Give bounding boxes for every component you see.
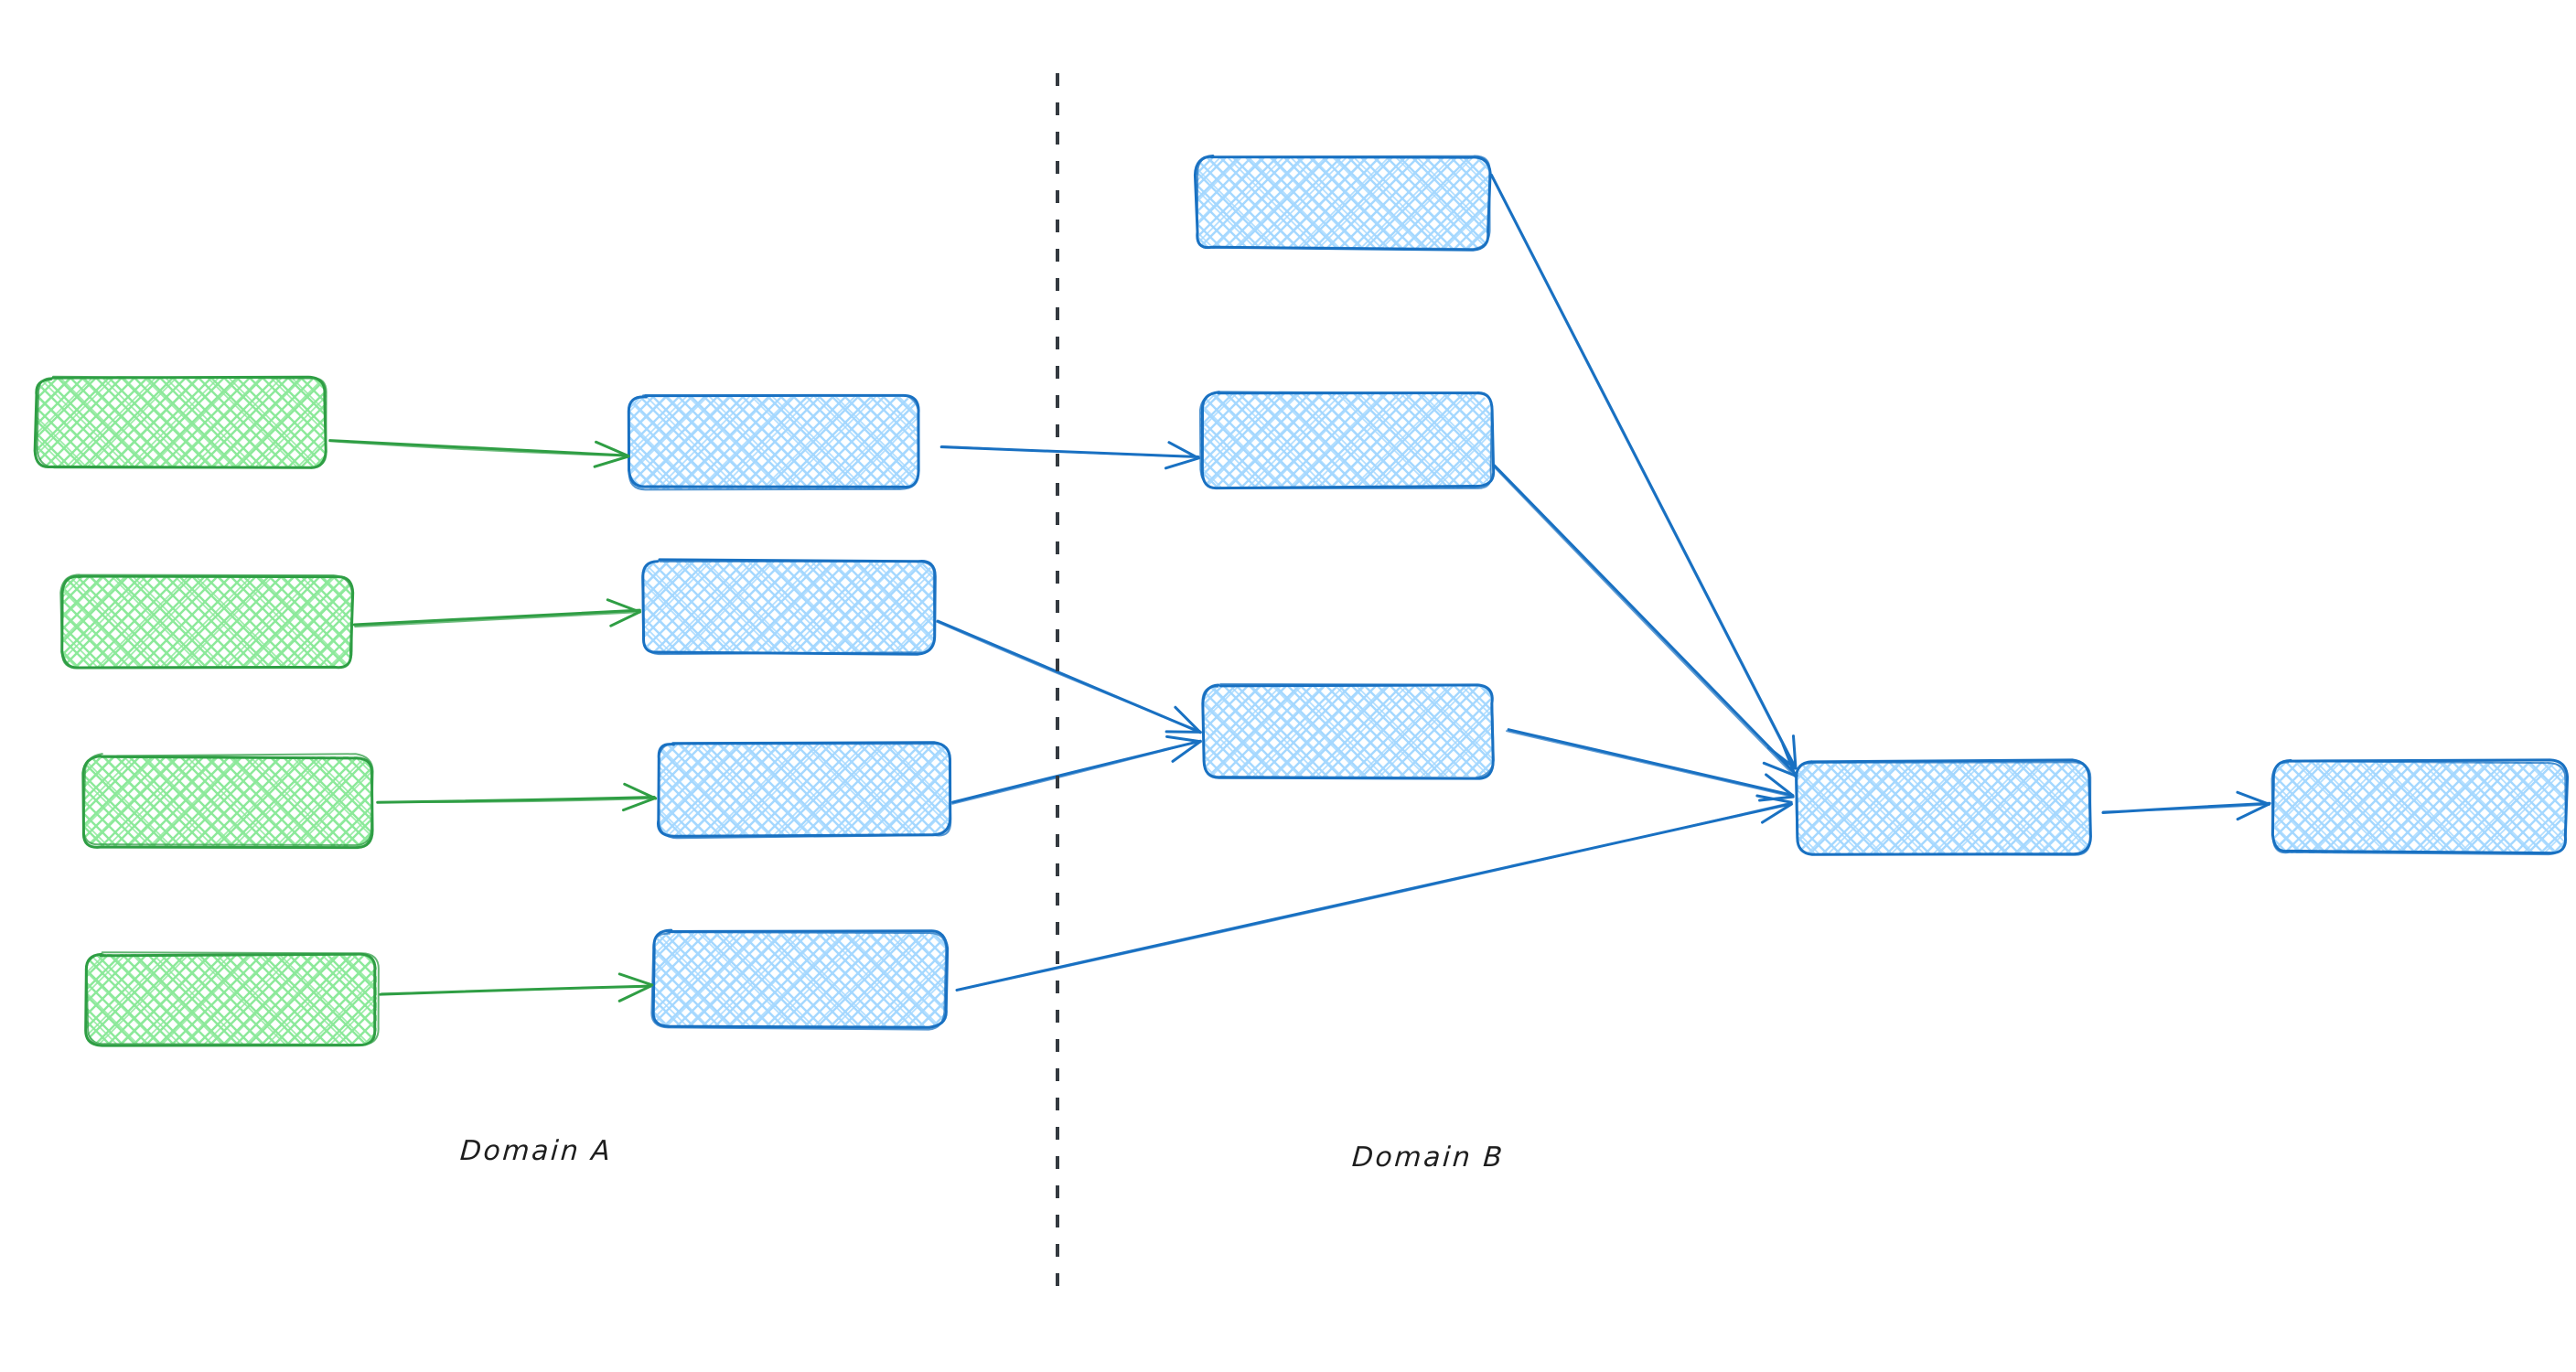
node-outline (657, 742, 952, 840)
edge-shaft (376, 797, 657, 803)
node-a1[interactable] (33, 375, 327, 469)
node-fill-overlay (658, 744, 950, 836)
edge-arrowhead (1760, 802, 1793, 824)
edge-shaft (1493, 464, 1798, 777)
edge-shaft (352, 608, 641, 627)
node-outline (2270, 760, 2567, 856)
node-fill-overlay (642, 562, 934, 654)
edge-arrowhead (1167, 441, 1199, 459)
edge-shaft (951, 740, 1200, 805)
edge-arrowhead (2236, 790, 2270, 806)
edge-shaft (1493, 466, 1797, 777)
node-outline (1193, 155, 1492, 252)
node-fill-overlay (1798, 762, 2090, 854)
node-d1[interactable] (1795, 758, 2092, 856)
edge-arrowhead (1164, 456, 1200, 470)
node-b1[interactable] (627, 393, 920, 491)
edge-c2-d1 (1493, 464, 1798, 778)
edge-shaft (328, 440, 629, 457)
edge-shaft (381, 984, 652, 995)
edge-shaft (940, 445, 1199, 458)
edge-arrowhead (1755, 794, 1793, 804)
node-outline (1201, 682, 1495, 779)
edge-arrowhead (1171, 740, 1202, 763)
node-outline (82, 753, 374, 847)
node-c2[interactable] (1198, 391, 1496, 490)
edge-b2-c3 (936, 619, 1202, 734)
edge-a4-b4 (379, 972, 654, 1002)
edge-arrowhead (1781, 743, 1798, 778)
node-b2[interactable] (641, 558, 937, 656)
edge-d1-e1 (2101, 790, 2271, 821)
edge-a2-b2 (352, 598, 642, 628)
node-outline (85, 951, 380, 1046)
node-c3[interactable] (1201, 682, 1495, 780)
node-fill-overlay (1200, 394, 1491, 488)
edge-shaft (2102, 803, 2270, 813)
node-fill-overlay (653, 933, 946, 1028)
node-a4[interactable] (84, 951, 380, 1047)
node-fill-overlay (1203, 685, 1493, 777)
edge-arrowhead (1174, 705, 1202, 734)
edge-arrowhead (1762, 761, 1798, 778)
edge-arrowhead (1165, 734, 1202, 744)
edge-arrowhead (621, 797, 657, 812)
node-fill-overlay (62, 576, 351, 669)
node-b4[interactable] (650, 928, 950, 1031)
edges-layer (328, 172, 2271, 1002)
node-outline (1198, 391, 1493, 489)
edge-arrowhead (623, 782, 658, 800)
edge-a3-b3 (376, 782, 658, 812)
edge-c1-d1 (1489, 172, 1798, 770)
edge-arrowhead (595, 440, 630, 458)
node-outline (1196, 155, 1491, 251)
node-outline (628, 394, 920, 491)
node-fill-overlay (37, 378, 327, 467)
edge-b1-c2 (939, 441, 1200, 470)
edge-shaft (936, 620, 1202, 733)
edge-arrowhead (617, 972, 654, 987)
node-a3[interactable] (81, 753, 374, 850)
edge-shaft (354, 611, 641, 628)
node-a2[interactable] (59, 573, 355, 670)
node-fill-overlay (2273, 762, 2566, 853)
node-outline (1795, 761, 2092, 856)
edge-shaft (1489, 172, 1797, 770)
edge-arrowhead (2236, 802, 2271, 821)
node-outline (36, 375, 327, 469)
node-b3[interactable] (656, 741, 952, 840)
node-fill-overlay (628, 397, 918, 489)
edge-shaft (1507, 728, 1795, 797)
domain-a-label: Domain A (458, 1135, 614, 1167)
edge-a1-b1 (328, 439, 630, 468)
edge-shaft (1506, 730, 1795, 799)
node-outline (59, 573, 353, 670)
edge-arrowhead (1791, 734, 1798, 770)
nodes-layer (33, 155, 2570, 1047)
edge-arrowhead (593, 455, 630, 468)
node-outline (81, 755, 374, 850)
edge-arrowhead (617, 984, 652, 1002)
edge-b3-c3 (951, 734, 1202, 805)
node-c1[interactable] (1193, 155, 1492, 252)
edge-arrowhead (1765, 773, 1795, 798)
edge-shaft (328, 439, 629, 457)
node-outline (650, 931, 948, 1031)
domain-b-label: Domain B (1350, 1142, 1506, 1174)
edge-c3-d1 (1506, 728, 1795, 802)
node-fill-overlay (86, 954, 377, 1044)
edge-shaft (955, 801, 1792, 991)
node-fill-overlay (84, 756, 372, 847)
node-fill-overlay (1197, 157, 1489, 249)
node-outline (641, 560, 936, 656)
node-e1[interactable] (2270, 758, 2570, 856)
edge-arrowhead (609, 610, 642, 627)
edge-b4-d1 (955, 794, 1793, 991)
edge-arrowhead (606, 598, 641, 614)
